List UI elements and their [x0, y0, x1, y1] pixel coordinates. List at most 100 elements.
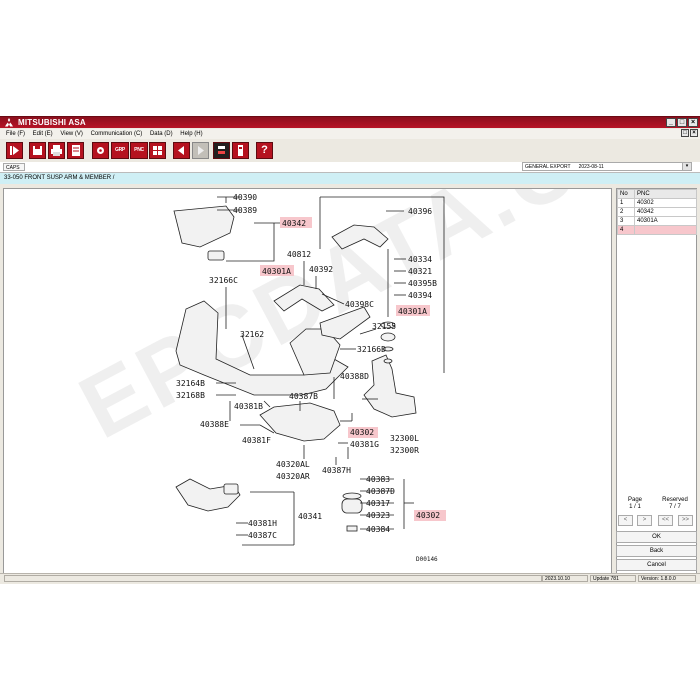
chevron-down-icon[interactable]: ▾ [682, 163, 691, 170]
label-40381F[interactable]: 40381F [242, 436, 271, 445]
bracket-32155 [319, 306, 371, 340]
label-40301A-left[interactable]: 40301A [262, 267, 291, 276]
label-40302-bottom[interactable]: 40302 [416, 511, 440, 520]
grid-view-button[interactable] [149, 142, 166, 159]
close-button[interactable]: × [688, 118, 698, 127]
first-page-button[interactable]: << [658, 515, 673, 526]
exit-button[interactable] [6, 142, 23, 159]
label-40384[interactable]: 40384 [366, 525, 390, 534]
label-40341[interactable]: 40341 [298, 512, 322, 521]
label-40387D[interactable]: 40387D [366, 487, 395, 496]
window-title: MITSUBISHI ASA [18, 118, 86, 127]
menu-view[interactable]: View (V) [60, 131, 83, 137]
vin-button[interactable] [232, 142, 249, 159]
menu-file[interactable]: File (F) [6, 131, 25, 137]
cancel-button[interactable]: Cancel [616, 559, 697, 571]
lower-arm-40320 [259, 402, 341, 442]
label-40396[interactable]: 40396 [408, 207, 432, 216]
label-32300R[interactable]: 32300R [390, 446, 419, 455]
pnc-table: No PNC 1 40302 2 40342 3 40301A 4 [617, 189, 697, 235]
print-button[interactable] [48, 142, 65, 159]
table-row-selected[interactable]: 4 [617, 225, 697, 235]
next-button[interactable] [192, 142, 209, 159]
prev-page-button[interactable]: < [618, 515, 633, 526]
ok-button[interactable]: OK [616, 531, 697, 543]
label-40381H[interactable]: 40381H [248, 519, 277, 528]
print-preview-button[interactable] [67, 142, 84, 159]
minimize-button[interactable]: _ [666, 118, 676, 127]
label-40390[interactable]: 40390 [233, 193, 257, 202]
highlight-40342 [280, 217, 312, 228]
settings-button[interactable] [92, 142, 109, 159]
label-32162[interactable]: 32162 [240, 330, 264, 339]
label-40317[interactable]: 40317 [366, 499, 390, 508]
label-40320AR[interactable]: 40320AR [276, 472, 310, 481]
table-row[interactable]: 2 40342 [617, 207, 697, 217]
parts-list-button[interactable] [213, 142, 230, 159]
menu-edit[interactable]: Edit (E) [32, 131, 53, 137]
last-page-button[interactable]: >> [678, 515, 693, 526]
label-40334[interactable]: 40334 [408, 255, 432, 264]
nut-40384 [346, 525, 358, 532]
highlight-40301A-right [396, 305, 430, 316]
diagram-svg: 40390 40389 40342 40396 40812 40301A 403… [173, 193, 446, 563]
label-40812[interactable]: 40812 [287, 250, 311, 259]
pnc-button[interactable]: PNC [130, 142, 148, 159]
label-40392[interactable]: 40392 [309, 265, 333, 274]
label-40301A-right[interactable]: 40301A [398, 307, 427, 316]
label-32155[interactable]: 32155 [372, 322, 396, 331]
mdi-restore-button[interactable]: □ [681, 129, 689, 137]
label-40387H[interactable]: 40387H [322, 466, 351, 475]
label-40381B[interactable]: 40381B [234, 402, 263, 411]
gear-icon [97, 147, 104, 154]
table-row[interactable]: 3 40301A [617, 216, 697, 226]
label-40394[interactable]: 40394 [408, 291, 432, 300]
ball-joint-40323 [341, 498, 363, 514]
catalog-date: 2023-08-11 [578, 164, 604, 170]
table-row[interactable]: 1 40302 [617, 198, 697, 208]
status-message [4, 575, 542, 582]
label-40387B[interactable]: 40387B [289, 392, 318, 401]
label-40383[interactable]: 40383 [366, 475, 390, 484]
next-page-button[interactable]: > [637, 515, 652, 526]
label-32164B[interactable]: 32164B [176, 379, 205, 388]
label-32168B[interactable]: 32168B [176, 391, 205, 400]
diagram-code: D00146 [416, 556, 438, 563]
label-40398C[interactable]: 40398C [345, 300, 374, 309]
label-40302-middle[interactable]: 40302 [350, 428, 374, 437]
exit-icon [10, 146, 19, 155]
title-bar: MITSUBISHI ASA _ □ × [0, 117, 700, 128]
label-32166C[interactable]: 32166C [209, 276, 238, 285]
maximize-button[interactable]: □ [677, 118, 687, 127]
label-40395B[interactable]: 40395B [408, 279, 437, 288]
app-window: MITSUBISHI ASA _ □ × File (F) Edit (E) V… [0, 116, 700, 584]
previous-button[interactable] [173, 142, 190, 159]
disk-icon [33, 146, 42, 155]
label-40342[interactable]: 40342 [282, 219, 306, 228]
label-40323[interactable]: 40323 [366, 511, 390, 520]
label-40381G[interactable]: 40381G [350, 440, 379, 449]
menu-help[interactable]: Help (H) [180, 131, 203, 137]
menu-communication[interactable]: Communication (C) [90, 131, 143, 137]
grp-button[interactable]: GRP [111, 142, 129, 159]
mdi-close-button[interactable]: × [690, 129, 698, 137]
label-40387C[interactable]: 40387C [248, 531, 277, 540]
group-path: 33-050 FRONT SUSP ARM & MEMBER / [4, 175, 115, 181]
boot-40317 [342, 492, 362, 500]
label-40388D[interactable]: 40388D [340, 372, 369, 381]
label-40389[interactable]: 40389 [233, 206, 257, 215]
help-button[interactable]: ? [256, 142, 273, 159]
label-40388E[interactable]: 40388E [200, 420, 229, 429]
label-40320AL[interactable]: 40320AL [276, 460, 310, 469]
label-32166D[interactable]: 32166D [357, 345, 386, 354]
menu-data[interactable]: Data (D) [149, 131, 173, 137]
save-button[interactable] [29, 142, 46, 159]
caps-tab[interactable]: CAPS [3, 163, 25, 171]
boot-40321 [380, 332, 396, 342]
parts-diagram[interactable]: EPCDATA.COM [3, 188, 612, 576]
label-40321[interactable]: 40321 [408, 267, 432, 276]
back-button[interactable]: Back [616, 545, 697, 557]
highlight-40302-middle [348, 427, 378, 438]
label-32300L[interactable]: 32300L [390, 434, 419, 443]
